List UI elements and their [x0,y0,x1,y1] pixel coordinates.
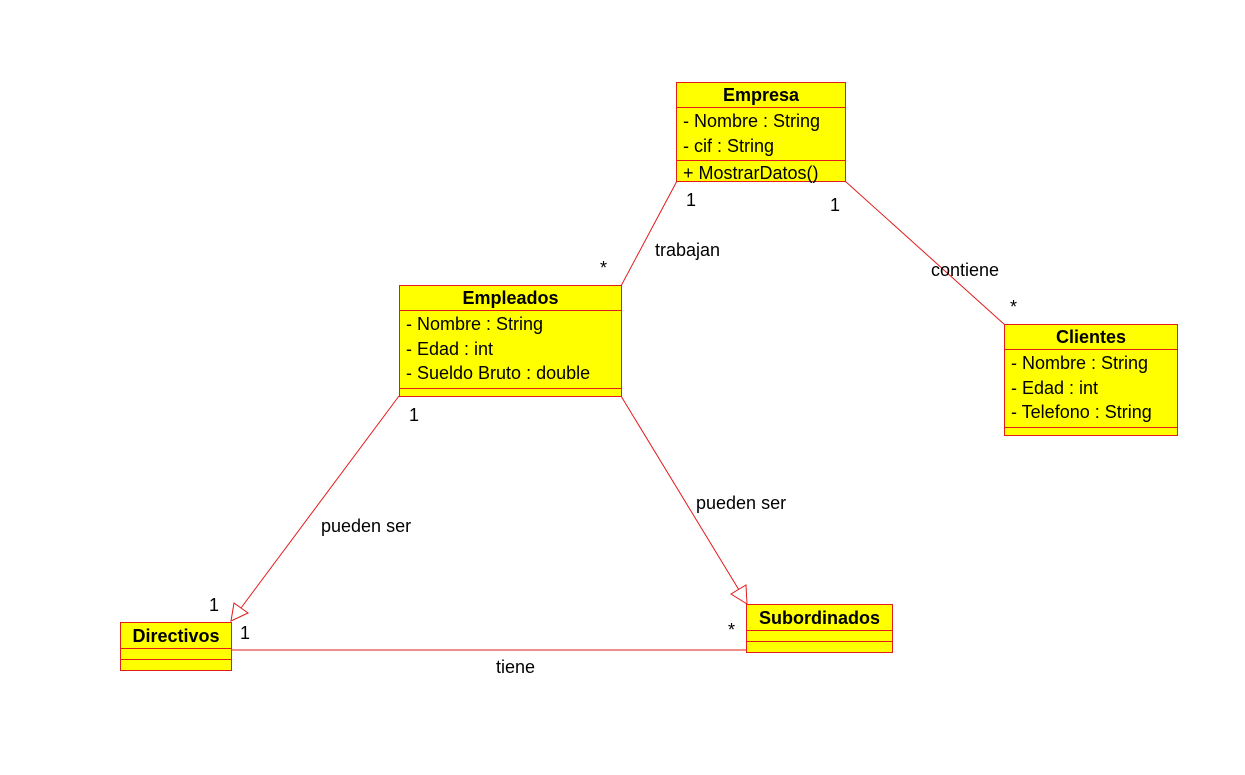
class-empresa[interactable]: Empresa - Nombre : String - cif : String… [676,82,846,183]
class-subordinados[interactable]: Subordinados [746,604,893,653]
attribute: - Nombre : String [1011,353,1149,373]
attribute: - Edad : int [406,338,494,359]
attribute: - Nombre : String [406,314,544,334]
association-label-contiene: contiene [931,260,1000,280]
operations-compartment [400,389,621,397]
association-label-tiene: tiene [496,657,536,677]
generalization-subordinados-line [620,395,740,591]
association-label-pueden-ser: pueden ser [696,493,787,513]
multiplicity-label: 1 [409,405,420,425]
operations-compartment: + MostrarDatos() [677,161,845,186]
multiplicity-label: 1 [686,190,697,210]
class-clientes[interactable]: Clientes - Nombre : String - Edad : int … [1004,324,1178,436]
association-contiene-line [844,180,1006,326]
generalization-directivos-arrowhead [230,602,249,622]
attributes-compartment [121,649,231,660]
multiplicity-label: 1 [240,623,251,643]
multiplicity-label: * [600,258,608,278]
class-name: Directivos [121,623,231,649]
association-label-pueden-ser: pueden ser [321,516,412,536]
attributes-compartment: - Nombre : String - cif : String [677,108,845,161]
attribute: - Nombre : String [683,111,821,131]
attribute: - Sueldo Bruto : double [406,363,591,383]
attributes-compartment: - Nombre : String - Edad : int - Telefon… [1005,350,1177,428]
generalization-directivos-line [240,395,400,609]
attributes-compartment [747,631,892,642]
attributes-compartment: - Nombre : String - Edad : int - Sueldo … [400,311,621,389]
attribute: - Telefono : String [1011,402,1152,422]
multiplicity-label: * [1010,297,1018,317]
class-name: Empresa [677,83,845,108]
attribute: - Edad : int [1011,377,1099,398]
generalization-subordinados-arrowhead [730,584,748,605]
class-name: Clientes [1005,325,1177,350]
multiplicity-label: * [728,620,736,640]
association-label-trabajan: trabajan [655,240,721,260]
class-name: Empleados [400,286,621,311]
class-empleados[interactable]: Empleados - Nombre : String - Edad : int… [399,285,622,397]
class-name: Subordinados [747,605,892,631]
operation: + MostrarDatos() [683,163,819,183]
operations-compartment [1005,428,1177,436]
multiplicity-label: 1 [209,595,220,615]
association-trabajan-line [620,180,678,287]
class-directivos[interactable]: Directivos [120,622,232,671]
attribute: - cif : String [683,135,775,156]
multiplicity-label: 1 [830,195,841,215]
